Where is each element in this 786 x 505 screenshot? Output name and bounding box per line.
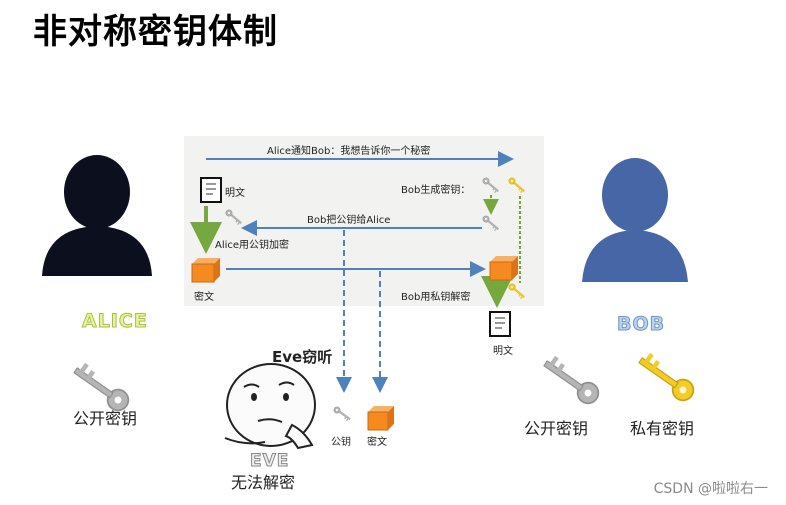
bob-public-key-caption: 公开密钥 xyxy=(524,419,589,438)
message-alice-encrypts: Alice用公钥加密 xyxy=(215,240,290,251)
bob-public-key-sent-icon xyxy=(481,214,501,233)
bob-private-key-caption: 私有密钥 xyxy=(630,419,695,438)
alice-avatar-icon xyxy=(42,155,152,276)
bob-private-key-use-icon xyxy=(507,282,527,301)
eve-eavesdrop-label: Eve窃听 xyxy=(272,348,333,366)
bob-private-small-key-icon xyxy=(507,176,527,195)
eve-name: EVE xyxy=(249,451,290,472)
eve-public-key-label: 公钥 xyxy=(331,437,351,448)
plaintext-label-alice: 明文 xyxy=(225,188,245,199)
bob-plaintext-document-icon xyxy=(489,311,511,337)
eve-cannot-decrypt-label: 无法解密 xyxy=(231,473,296,492)
eve-face-icon xyxy=(224,363,316,450)
alice-name: ALICE xyxy=(82,310,148,333)
eve-small-key-icon xyxy=(332,405,352,423)
plaintext-label-bob: 明文 xyxy=(493,346,513,357)
alice-small-key-icon xyxy=(224,208,244,227)
plaintext-document-icon xyxy=(200,177,222,203)
watermark: CSDN @啦啦右一 xyxy=(653,481,768,497)
message-bob-sends-public-key: Bob把公钥给Alice xyxy=(307,215,391,226)
eve-ciphertext-label: 密文 xyxy=(367,437,387,448)
alice-ciphertext-box-icon xyxy=(191,258,220,283)
eve-ciphertext-box-icon xyxy=(367,406,394,431)
message-alice-to-bob: Alice通知Bob：我想告诉你一个秘密 xyxy=(267,146,431,157)
page-title: 非对称密钥体制 xyxy=(33,12,278,52)
bob-ciphertext-box-icon xyxy=(489,256,518,281)
message-bob-decrypts: Bob用私钥解密 xyxy=(401,292,471,303)
alice-public-key-caption: 公开密钥 xyxy=(73,409,138,428)
bob-private-key-icon xyxy=(633,350,699,406)
message-bob-generates-keys: Bob生成密钥： xyxy=(401,185,471,196)
bob-public-small-key-icon xyxy=(481,176,501,195)
bob-name: BOB xyxy=(616,313,666,336)
ciphertext-label-alice: 密文 xyxy=(194,292,214,303)
bob-public-key-icon xyxy=(538,353,604,409)
bob-avatar-icon xyxy=(582,158,688,282)
